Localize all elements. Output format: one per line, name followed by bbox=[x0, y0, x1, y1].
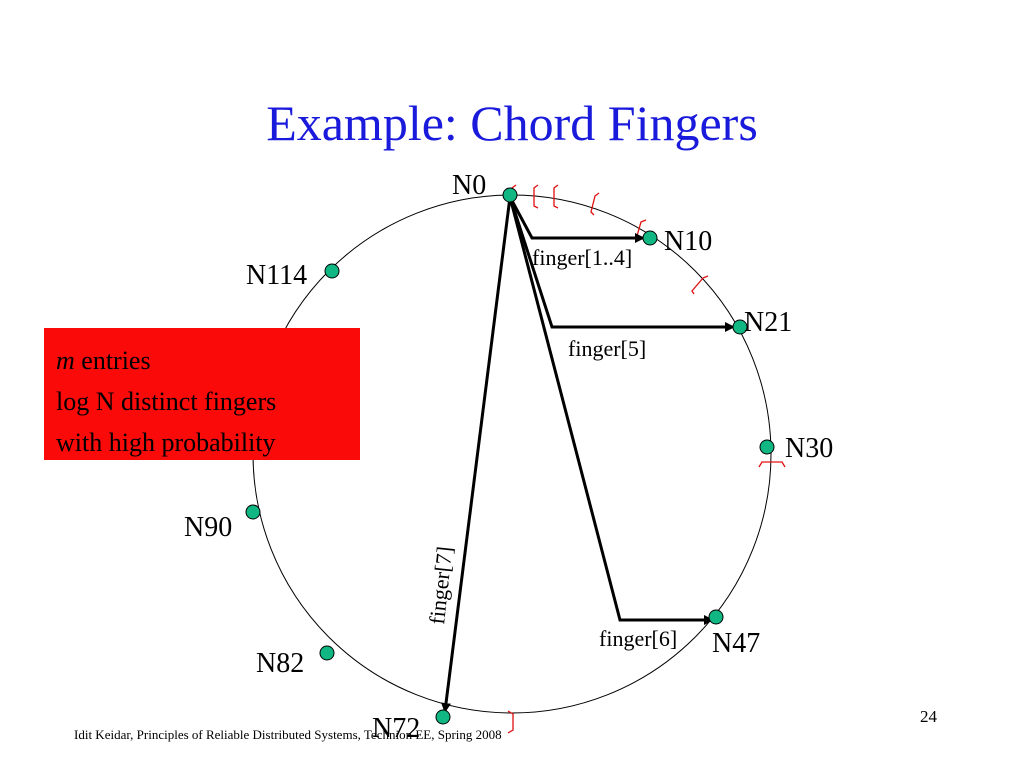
callout-line-2: log N distinct fingers bbox=[56, 387, 277, 416]
finger-5-label: finger[5] bbox=[568, 336, 646, 361]
node-n47-label: N47 bbox=[712, 628, 760, 659]
bracket-8 bbox=[507, 710, 514, 734]
bracket-2 bbox=[533, 184, 539, 209]
bracket-6 bbox=[691, 275, 709, 295]
node-n21-dot bbox=[732, 319, 748, 335]
bracket-4 bbox=[590, 192, 600, 216]
node-n0-label: N0 bbox=[452, 170, 486, 201]
ring-nodes bbox=[245, 187, 775, 725]
node-n0-dot bbox=[502, 187, 518, 203]
node-n82-label: N82 bbox=[256, 648, 304, 679]
node-n47-dot bbox=[708, 609, 724, 625]
finger-7-label: finger[7] bbox=[424, 545, 457, 625]
finger-7-arrow bbox=[441, 196, 512, 713]
finger-1-4-label: finger[1..4] bbox=[532, 245, 632, 270]
node-n114-dot bbox=[324, 263, 340, 279]
node-n90-label: N90 bbox=[184, 512, 232, 543]
callout-box: m entries log N distinct fingers with hi… bbox=[44, 328, 360, 460]
finger-6-arrow bbox=[508, 196, 714, 625]
node-n72-label: N72 bbox=[372, 713, 420, 744]
callout-m: m bbox=[56, 346, 75, 375]
node-n10-label: N10 bbox=[664, 226, 712, 257]
node-n10-dot bbox=[642, 230, 658, 246]
finger-arrows bbox=[441, 196, 735, 713]
node-n30-dot bbox=[759, 439, 775, 455]
node-n72-dot bbox=[435, 709, 451, 725]
finger-1-4-arrow bbox=[508, 196, 645, 243]
node-n82-dot bbox=[319, 645, 335, 661]
finger-5-arrow bbox=[508, 196, 735, 332]
callout-line-3: with high probability bbox=[56, 428, 276, 457]
callout-line-1: m entries bbox=[56, 340, 348, 381]
bracket-3 bbox=[553, 184, 559, 209]
finger-6-label: finger[6] bbox=[599, 626, 677, 651]
node-n21-label: N21 bbox=[744, 307, 792, 338]
node-n90-dot bbox=[245, 504, 261, 520]
footer-text: Idit Keidar, Principles of Reliable Dist… bbox=[74, 727, 502, 742]
callout-entries: entries bbox=[74, 346, 151, 375]
bracket-7 bbox=[758, 461, 786, 468]
slide-title: Example: Chord Fingers bbox=[266, 95, 758, 151]
node-n114-label: N114 bbox=[246, 260, 307, 291]
page-number: 24 bbox=[920, 707, 937, 726]
node-n30-label: N30 bbox=[785, 433, 833, 464]
